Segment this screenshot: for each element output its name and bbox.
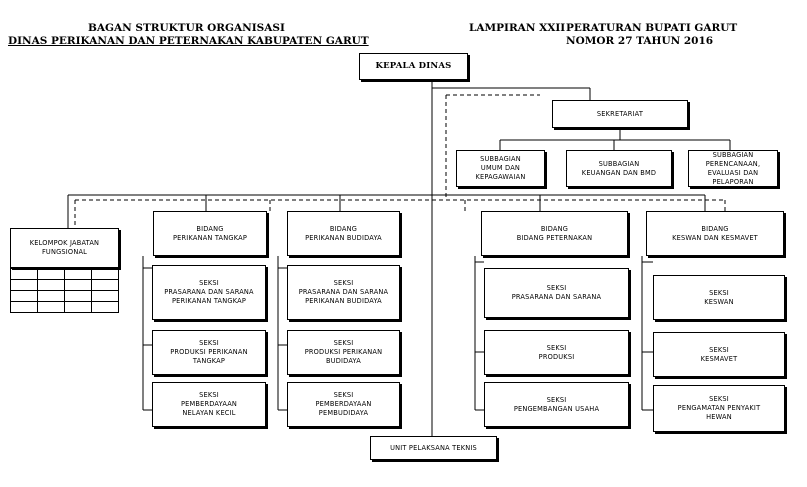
seksi-produksi-tangkap-box: SEKSI PRODUKSI PERIKANAN TANGKAP [152,330,266,375]
seksi-produksi-peternakan-box: SEKSI PRODUKSI [484,330,629,375]
lampiran-label: LAMPIRAN XXII [469,22,566,34]
peraturan-number: NOMOR 27 TAHUN 2016 [566,35,714,47]
jabatan-fungsional-grid [10,268,119,313]
seksi-prasarana-tangkap-box: SEKSI PRASARANA DAN SARANA PERIKANAN TAN… [152,265,266,320]
seksi-keswan-box: SEKSI KESWAN [653,275,785,320]
kepala-dinas-box: KEPALA DINAS [359,53,468,80]
chart-title: BAGAN STRUKTUR ORGANISASI [88,22,285,34]
seksi-pemberdayaan-nelayan-box: SEKSI PEMBERDAYAAN NELAYAN KECIL [152,382,266,427]
seksi-pengembangan-usaha-box: SEKSI PENGEMBANGAN USAHA [484,382,629,427]
seksi-kesmavet-box: SEKSI KESMAVET [653,332,785,377]
chart-subtitle: DINAS PERIKANAN DAN PETERNAKAN KABUPATEN… [8,35,369,47]
seksi-prasarana-peternakan-box: SEKSI PRASARANA DAN SARANA [484,268,629,318]
peraturan-label: PERATURAN BUPATI GARUT [566,22,738,34]
bidang-keswan-kesmavet-box: BIDANG KESWAN DAN KESMAVET [646,211,784,256]
bidang-peternakan-box: BIDANG BIDANG PETERNAKAN [481,211,628,256]
subbagian-umum-box: SUBBAGIAN UMUM DAN KEPAGAWAIAN [456,150,545,187]
seksi-prasarana-budidaya-box: SEKSI PRASARANA DAN SARANA PERIKANAN BUD… [287,265,400,320]
seksi-produksi-budidaya-box: SEKSI PRODUKSI PERIKANAN BUDIDAYA [287,330,400,375]
bidang-perikanan-tangkap-box: BIDANG PERIKANAN TANGKAP [153,211,267,256]
subbagian-perencanaan-box: SUBBAGIAN PERENCANAAN, EVALUASI DAN PELA… [688,150,778,187]
kelompok-jabatan-fungsional-box: KELOMPOK JABATAN FUNGSIONAL [10,228,119,268]
seksi-pengamatan-penyakit-box: SEKSI PENGAMATAN PENYAKIT HEWAN [653,385,785,432]
bidang-perikanan-budidaya-box: BIDANG PERIKANAN BUDIDAYA [287,211,400,256]
seksi-pemberdayaan-pembudidaya-box: SEKSI PEMBERDAYAAN PEMBUDIDAYA [287,382,400,427]
sekretariat-box: SEKRETARIAT [552,100,688,128]
subbagian-keuangan-box: SUBBAGIAN KEUANGAN DAN BMD [566,150,672,187]
unit-pelaksana-teknis-box: UNIT PELAKSANA TEKNIS [370,436,497,460]
